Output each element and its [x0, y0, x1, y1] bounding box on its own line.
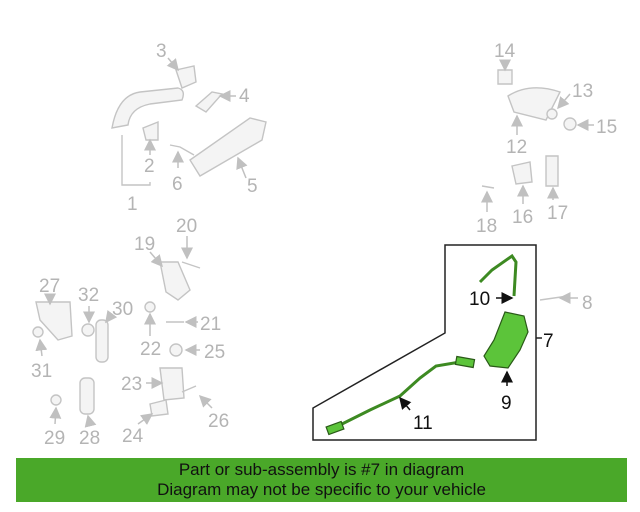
bracket-16 — [511, 161, 533, 185]
callout-4[interactable]: 4 — [239, 86, 250, 107]
nut-22 — [144, 301, 156, 313]
callout-10[interactable]: 10 — [469, 289, 490, 310]
hinge-23 — [159, 367, 185, 401]
frame-5 — [189, 117, 267, 177]
callout-1[interactable]: 1 — [127, 194, 138, 215]
banner-line-1: Part or sub-assembly is #7 in diagram — [178, 460, 465, 479]
callout-14[interactable]: 14 — [494, 41, 516, 62]
callout-2[interactable]: 2 — [144, 156, 155, 177]
gasket-4 — [194, 91, 224, 113]
callout-21[interactable]: 21 — [200, 314, 221, 335]
callout-27[interactable]: 27 — [39, 276, 60, 297]
callout-13[interactable]: 13 — [572, 81, 593, 102]
bolt-6 — [169, 144, 195, 156]
clip-15 — [563, 117, 577, 131]
callout-20[interactable]: 20 — [176, 216, 197, 237]
clip-24 — [149, 399, 169, 417]
callout-26[interactable]: 26 — [208, 411, 229, 432]
callout-6[interactable]: 6 — [172, 174, 183, 195]
check-27 — [35, 301, 73, 341]
latch-9 — [483, 311, 529, 369]
callout-15[interactable]: 15 — [596, 117, 617, 138]
bolt-20 — [181, 261, 201, 269]
callout-25[interactable]: 25 — [204, 342, 225, 363]
callout-11[interactable]: 11 — [413, 413, 433, 434]
bolt-29 — [50, 394, 62, 406]
nut-13 — [546, 108, 558, 120]
cap-14 — [497, 69, 513, 85]
plate-17 — [545, 155, 559, 187]
nut-32 — [81, 323, 95, 337]
callout-8[interactable]: 8 — [582, 293, 593, 314]
callout-30[interactable]: 30 — [112, 299, 133, 320]
handle-cap — [175, 65, 197, 89]
callout-31[interactable]: 31 — [31, 361, 52, 382]
callout-5[interactable]: 5 — [247, 176, 258, 197]
callout-24[interactable]: 24 — [122, 426, 144, 447]
highlighted-parts — [325, 253, 529, 436]
info-banner: Part or sub-assembly is #7 in diagram Di… — [16, 458, 627, 502]
callout-28[interactable]: 28 — [79, 428, 100, 449]
cable-end — [325, 420, 345, 436]
banner-line-2: Diagram may not be specific to your vehi… — [157, 480, 486, 499]
bolt-31 — [32, 326, 44, 338]
outside-handle — [111, 87, 185, 129]
callout-12[interactable]: 12 — [506, 137, 527, 158]
callout-3[interactable]: 3 — [156, 41, 167, 62]
plate-30 — [95, 319, 109, 363]
bracket-2 — [142, 120, 159, 141]
highlight-arrows — [399, 292, 514, 411]
callout-9[interactable]: 9 — [501, 393, 512, 414]
gray-parts — [32, 65, 577, 417]
callout-18[interactable]: 18 — [476, 216, 497, 237]
bracket-line — [121, 135, 151, 186]
cable-11 — [329, 360, 461, 432]
bolt-25 — [169, 343, 183, 357]
rod-10 — [478, 253, 518, 297]
callout-23[interactable]: 23 — [121, 374, 142, 395]
screw-18 — [481, 185, 495, 189]
callout-19[interactable]: 19 — [134, 234, 155, 255]
callout-22[interactable]: 22 — [140, 339, 161, 360]
callout-labels[interactable]: 1 2 3 4 5 6 7 8 9 10 11 12 13 14 15 16 1… — [31, 41, 617, 449]
hinge-19 — [159, 261, 191, 301]
callout-7[interactable]: 7 — [543, 331, 554, 352]
callout-29[interactable]: 29 — [44, 428, 65, 449]
callout-17[interactable]: 17 — [547, 203, 568, 224]
assembly-7-box — [312, 244, 537, 441]
callout-32[interactable]: 32 — [78, 285, 99, 306]
plate-28 — [79, 377, 95, 415]
callout-16[interactable]: 16 — [512, 207, 533, 228]
gray-leader-arrows — [35, 57, 594, 428]
bolt-26 — [181, 385, 197, 393]
cable-end-top — [454, 355, 476, 369]
